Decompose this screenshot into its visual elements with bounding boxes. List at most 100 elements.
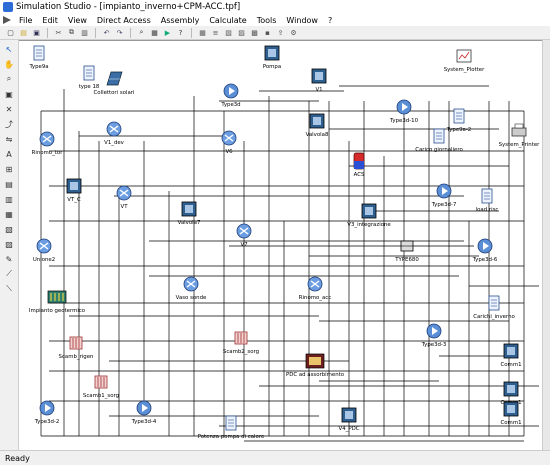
component-potenza-pompa-di-calore[interactable]: Potenza pompa di calore <box>198 415 265 440</box>
hand-icon[interactable]: ✋ <box>4 59 14 69</box>
component-valvola7[interactable]: Valvola7 <box>178 201 201 226</box>
component-label: Rinomo_acc <box>299 295 331 301</box>
pump-icon <box>426 323 442 339</box>
menu-window[interactable]: Window <box>286 15 318 25</box>
component-v4-pdc[interactable]: V4_PDC <box>339 407 360 432</box>
align-icon[interactable]: ≡ <box>212 28 219 37</box>
menu-file[interactable]: File <box>19 15 33 25</box>
component-type680[interactable]: TYPE680 <box>394 240 419 263</box>
component-carico-giornaliero[interactable]: Carico giornaliero <box>415 128 463 153</box>
settings-icon[interactable]: ⚙ <box>290 28 297 37</box>
component-v1[interactable]: V1 <box>311 68 327 93</box>
component-rinomo-tor[interactable]: Rinomo_tor <box>32 131 64 156</box>
component-vaso-sonde[interactable]: Vaso sonde <box>176 276 207 301</box>
component-unione2[interactable]: Unione2 <box>33 238 55 263</box>
link-icon[interactable]: ⤴ <box>5 119 13 129</box>
paste-icon[interactable]: ▥ <box>81 28 88 37</box>
print-icon[interactable]: ▦ <box>151 28 158 37</box>
bus-icon[interactable]: ⟋ <box>6 269 12 278</box>
component-vt-c[interactable]: VT_C <box>66 178 82 203</box>
component-icon[interactable]: ▤ <box>5 179 13 189</box>
vertical-scrollbar[interactable] <box>542 40 550 450</box>
component-scamb-rigen[interactable]: Scamb_rigen <box>59 336 94 360</box>
component-scamb1-sorg[interactable]: Scamb1_sorg <box>83 375 119 399</box>
open-icon[interactable]: ▤ <box>20 28 27 37</box>
component-v7[interactable]: V7 <box>236 223 252 248</box>
connect-icon[interactable]: ⇋ <box>5 134 13 144</box>
component-valvola8[interactable]: Valvola8 <box>306 113 329 138</box>
text-icon[interactable]: A <box>6 149 12 159</box>
help-icon[interactable]: ? <box>178 28 183 37</box>
component-pdc-ad-assorbimento[interactable]: PDC ad assorbimento <box>286 353 344 378</box>
undo-icon[interactable]: ↶ <box>103 28 110 37</box>
component-label: TYPE680 <box>394 257 419 263</box>
save-icon[interactable]: ▣ <box>33 28 40 37</box>
component-vt[interactable]: VT <box>116 185 132 210</box>
run-icon[interactable]: ▶ <box>164 28 171 37</box>
copy-icon[interactable]: ⧉ <box>69 28 74 36</box>
cut-icon[interactable]: ✂ <box>55 28 62 37</box>
unit-icon[interactable]: ▪ <box>265 28 270 37</box>
component-type3d-7[interactable]: Type3d-7 <box>431 183 457 208</box>
hydraulic-icon[interactable]: ▦ <box>5 209 13 219</box>
toolbar-separator <box>191 27 192 38</box>
component-rinomo-acc[interactable]: Rinomo_acc <box>299 276 331 301</box>
component-type9a[interactable]: Type9a <box>28 45 49 70</box>
component-type-18[interactable]: type 18 <box>79 65 100 90</box>
weather-icon[interactable]: ▧ <box>5 224 13 234</box>
grid-icon[interactable]: ▦ <box>199 28 206 37</box>
pump-icon <box>39 400 55 416</box>
system-menu-icon[interactable] <box>3 16 11 24</box>
zoom-icon[interactable]: ⌕ <box>6 74 12 83</box>
tank-icon <box>353 152 365 170</box>
layer-icon[interactable]: ▨ <box>238 28 245 37</box>
redo-icon[interactable]: ↷ <box>116 28 123 37</box>
component-v1-dev[interactable]: V1_dev <box>104 121 125 146</box>
layout-icon[interactable]: ▧ <box>225 28 232 37</box>
delete-icon[interactable]: ✕ <box>5 104 13 114</box>
control-icon[interactable]: ▥ <box>5 194 13 204</box>
component-acs[interactable]: ACS <box>353 152 365 178</box>
component-type3d[interactable]: Type3d <box>220 83 241 108</box>
component-type3d-4[interactable]: Type3d-4 <box>131 400 157 425</box>
menu-view[interactable]: View <box>67 15 87 25</box>
component-type3d-6[interactable]: Type3d-6 <box>472 238 498 263</box>
menu-direct-access[interactable]: Direct Access <box>96 15 151 25</box>
bus-icon-2[interactable]: ⟍ <box>6 284 12 293</box>
menu-edit[interactable]: Edit <box>42 15 58 25</box>
component-carichi-inverno[interactable]: Carichi_inverno <box>473 295 515 320</box>
menu-calculate[interactable]: Calculate <box>209 15 247 25</box>
component-system-printer[interactable]: System_Printer <box>499 123 541 148</box>
component-v6[interactable]: V6 <box>221 130 237 155</box>
menu-help[interactable]: ? <box>327 15 333 25</box>
component-collettori-solari[interactable]: Collettori solari <box>94 71 135 96</box>
component-type3d-3[interactable]: Type3d-3 <box>421 323 447 348</box>
component-impianto-geotermico[interactable]: Impianto geotermico <box>29 290 85 314</box>
component-comm1[interactable]: Comm1 <box>501 343 522 368</box>
component-load-risc[interactable]: load risc <box>476 188 499 213</box>
component-system-plotter[interactable]: System_Plotter <box>444 49 485 73</box>
view-icon[interactable]: ▩ <box>251 28 258 37</box>
script-icon[interactable]: ✎ <box>5 254 13 264</box>
component-v3-integrazione[interactable]: V3_integrazione <box>347 203 391 228</box>
fit-icon[interactable]: ▣ <box>5 89 13 99</box>
component-comm1[interactable]: Comm1 <box>501 401 522 426</box>
component-type3d-2[interactable]: Type3d-2 <box>34 400 60 425</box>
title-bar: Simulation Studio - [impianto_inverno+CP… <box>0 0 550 15</box>
component-pompa[interactable]: Pompa <box>263 45 281 70</box>
menu-assembly[interactable]: Assembly <box>160 15 200 25</box>
file-icon <box>225 415 237 431</box>
new-icon[interactable]: ▢ <box>7 28 14 37</box>
component-label: System_Printer <box>499 142 541 148</box>
component-scamb2-sorg[interactable]: Scamb2_sorg <box>223 331 259 355</box>
menu-tools[interactable]: Tools <box>256 15 277 25</box>
macro-icon[interactable]: ⊞ <box>5 164 13 174</box>
component-type9a-2[interactable]: Type9a-2 <box>446 108 472 133</box>
export-icon[interactable]: ⇪ <box>277 28 284 37</box>
component-type3d-10[interactable]: Type3d-10 <box>389 99 419 124</box>
pointer-icon[interactable]: ↖ <box>5 44 13 54</box>
output-icon[interactable]: ▨ <box>5 239 13 249</box>
zoom-icon[interactable]: ⌕ <box>139 28 144 36</box>
